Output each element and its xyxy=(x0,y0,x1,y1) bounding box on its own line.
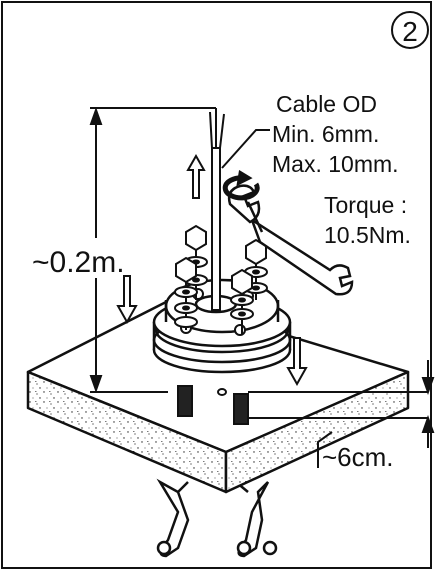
embedded-studs xyxy=(177,385,249,425)
down-arrow-right xyxy=(286,337,308,387)
cable-min-label: Min. 6mm. xyxy=(272,121,379,147)
cable-od-label: Cable OD xyxy=(276,91,377,117)
step-number: 2 xyxy=(402,16,418,47)
cable xyxy=(209,108,225,311)
wrench-icon xyxy=(222,169,354,296)
cable-max-label: Max. 10mm. xyxy=(272,151,399,177)
depth-dimension-label: ~6cm. xyxy=(322,442,394,472)
torque-value: 10.5Nm. xyxy=(324,222,411,248)
nuts-and-washers xyxy=(174,224,268,334)
step-number-badge: 2 xyxy=(391,11,429,49)
cable-gland xyxy=(152,278,292,374)
concrete-slab xyxy=(26,298,410,494)
height-label-bg xyxy=(28,238,158,278)
depth-dimension xyxy=(248,360,435,468)
cable-up-arrow xyxy=(186,153,206,199)
cable-od-leader xyxy=(221,129,270,169)
down-arrow-left xyxy=(116,275,138,325)
anchor-bolts xyxy=(156,478,278,558)
height-dimension-label: ~0.2m. xyxy=(32,246,125,279)
torque-label: Torque : xyxy=(324,192,407,218)
